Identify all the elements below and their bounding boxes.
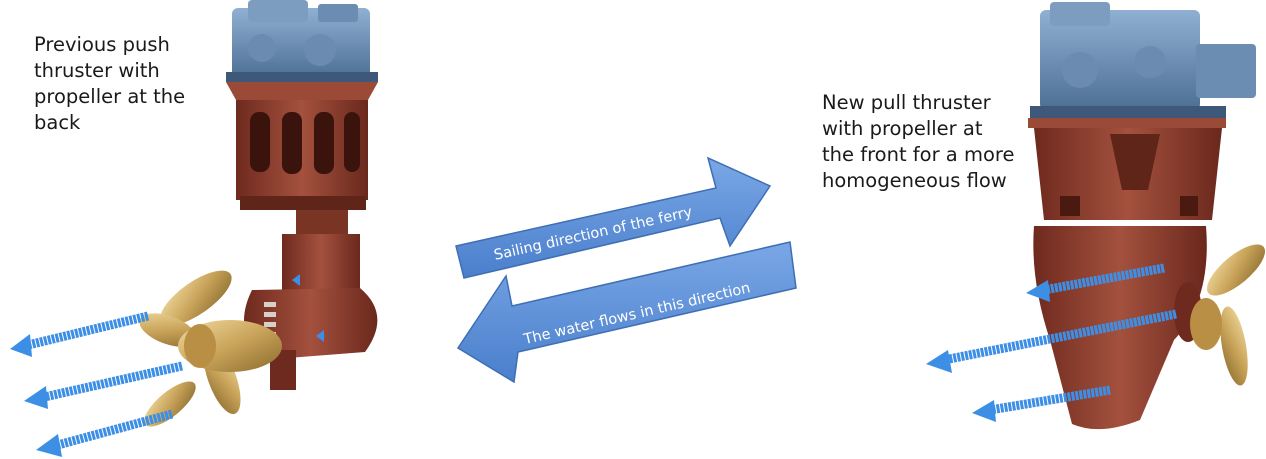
pull-thruster-caption: New pull thruster with propeller at the … [822, 90, 1062, 194]
pull-thruster-motor [1030, 2, 1256, 118]
push-thruster-motor [226, 0, 378, 82]
push-thruster-caption: Previous push thruster with propeller at… [34, 32, 234, 136]
pull-thruster-illustration [926, 2, 1266, 429]
push-thruster-propeller [135, 261, 282, 434]
